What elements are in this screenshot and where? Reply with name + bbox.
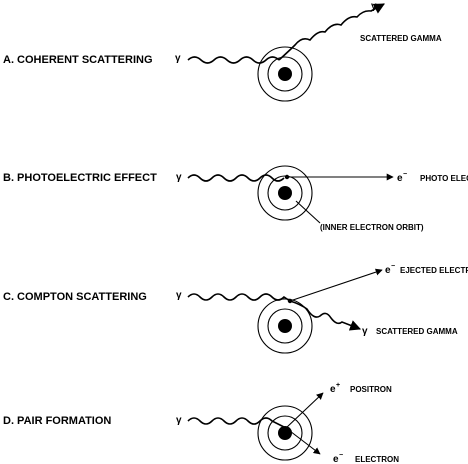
panel-c-particle-symbol: e <box>385 265 391 276</box>
panel-c-particle-label: EJECTED ELECTRON <box>400 266 468 275</box>
panel-d-positron-charge: + <box>336 382 340 389</box>
panel-c-scattered-wave <box>289 300 362 331</box>
panel-a-incident-wave <box>187 56 280 64</box>
panel-b-orbit-label: (INNER ELECTRON ORBIT) <box>320 223 424 232</box>
panel-a-outgoing-gamma: γ <box>371 1 377 12</box>
panel-a-scattered-wave <box>278 3 385 61</box>
panel-pair-formation: D. PAIR FORMATION γ e + POSITRON e − ELE… <box>3 382 399 464</box>
panel-b-incident-gamma: γ <box>176 172 182 183</box>
nucleus <box>278 426 292 440</box>
panel-a-annotation: SCATTERED GAMMA <box>360 34 442 43</box>
panel-d-incident-wave <box>187 417 285 428</box>
panel-b-incident-wave <box>187 174 285 182</box>
panel-c-outgoing-gamma: γ <box>362 326 368 337</box>
panel-a-atom <box>257 46 313 102</box>
panel-d-electron-label: ELECTRON <box>355 455 399 464</box>
panel-b-particle-symbol: e <box>397 173 403 184</box>
inner-orbit <box>267 308 303 344</box>
nucleus <box>278 186 292 200</box>
inner-orbit <box>267 56 303 92</box>
panel-c-particle-charge: − <box>391 263 395 270</box>
panel-c-incident-gamma: γ <box>176 290 182 301</box>
panel-c-annotation: SCATTERED GAMMA <box>376 327 458 336</box>
panel-a-incident-gamma: γ <box>175 53 181 64</box>
outer-orbit <box>257 46 313 102</box>
panel-b-orbit-pointer <box>295 200 321 224</box>
panel-c-label: C. COMPTON SCATTERING <box>3 291 147 303</box>
panel-c-atom <box>257 298 313 354</box>
panel-b-atom <box>257 165 313 221</box>
inner-orbit <box>267 175 303 211</box>
panel-b-particle-label: PHOTO ELECTRON <box>420 174 468 183</box>
panel-d-electron-charge: − <box>339 452 343 459</box>
panel-compton-scattering: C. COMPTON SCATTERING γ e − EJECTED ELEC… <box>3 263 468 354</box>
panel-photoelectric-effect: B. PHOTOELECTRIC EFFECT γ e − PHOTO ELEC… <box>3 165 468 232</box>
panel-d-label: D. PAIR FORMATION <box>3 415 111 427</box>
nucleus <box>278 319 292 333</box>
panel-b-label: B. PHOTOELECTRIC EFFECT <box>3 172 157 184</box>
panel-d-atom <box>257 405 313 461</box>
outer-orbit <box>257 405 313 461</box>
panel-d-positron-label: POSITRON <box>350 385 392 394</box>
outer-orbit <box>257 298 313 354</box>
outer-orbit <box>257 165 313 221</box>
panel-coherent-scattering: A. COHERENT SCATTERING γ γ SCATTERED GAM… <box>3 1 442 102</box>
nucleus <box>278 67 292 81</box>
panel-a-label: A. COHERENT SCATTERING <box>3 54 153 66</box>
panel-c-incident-wave <box>187 293 291 302</box>
panel-c-ejected-electron-arrow <box>289 268 383 302</box>
panel-b-particle-charge: − <box>403 171 407 178</box>
panel-d-positron-arrow <box>285 392 324 429</box>
inner-orbit <box>267 415 303 451</box>
panel-d-positron-symbol: e <box>330 384 336 395</box>
panel-d-electron-symbol: e <box>333 454 339 464</box>
panel-d-incident-gamma: γ <box>176 415 182 426</box>
panel-d-electron-arrow <box>285 427 321 455</box>
